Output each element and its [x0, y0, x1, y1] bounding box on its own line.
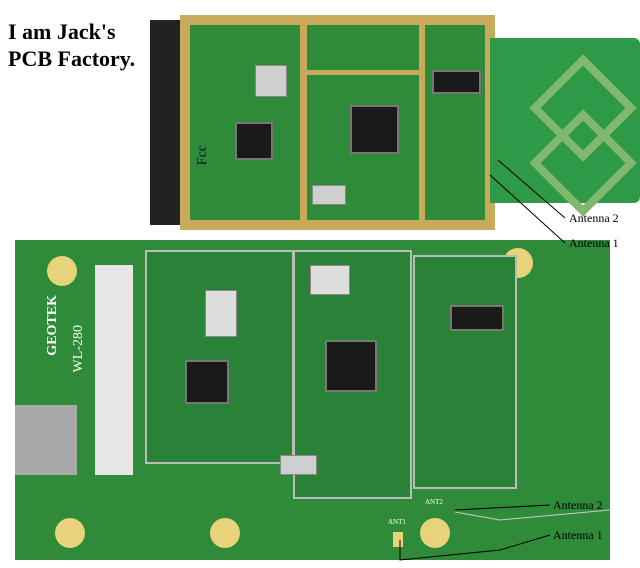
component — [205, 290, 237, 337]
callout-line — [399, 534, 551, 561]
chip — [185, 360, 229, 404]
component — [310, 265, 350, 295]
chip — [235, 122, 273, 160]
silkscreen-ant1: ANT1 — [388, 518, 406, 526]
mounting-hole — [47, 256, 77, 286]
callout-line — [454, 504, 551, 511]
antenna-cable — [454, 509, 611, 521]
title-line-2: PCB Factory. — [8, 46, 136, 71]
crystal — [312, 185, 346, 205]
top-pcb-photo: Fcc — [150, 10, 640, 230]
bottom-pcb-photo: GEOTEK WL-280 ANT1 ANT2 — [15, 240, 610, 560]
edge-connector — [150, 20, 182, 225]
top-antenna-1-label: Antenna 1 — [569, 236, 619, 250]
antenna-pad — [393, 532, 403, 547]
board-section — [425, 25, 485, 220]
callout-line — [489, 174, 566, 244]
mounting-hole — [55, 518, 85, 548]
top-antenna-2-label: Antenna 2 — [569, 211, 619, 225]
chip — [450, 305, 504, 331]
silkscreen-ant2: ANT2 — [425, 498, 443, 506]
chip — [350, 105, 399, 154]
chip — [325, 340, 377, 392]
page-title: I am Jack's PCB Factory. — [8, 18, 135, 72]
mounting-hole — [420, 518, 450, 548]
title-line-1: I am Jack's — [8, 19, 116, 44]
bottom-antenna-2-label: Antenna 2 — [553, 498, 603, 512]
board-section — [307, 25, 419, 70]
callout-line — [497, 159, 566, 219]
shield-can — [145, 250, 294, 464]
shield-can — [413, 255, 517, 489]
usb-connector — [15, 405, 77, 475]
antenna-board — [490, 38, 640, 203]
label-sticker — [95, 265, 133, 475]
chip — [432, 70, 481, 94]
crystal — [255, 65, 287, 97]
bottom-antenna-1-label: Antenna 1 — [553, 528, 603, 542]
crystal — [280, 455, 317, 475]
mounting-hole — [210, 518, 240, 548]
